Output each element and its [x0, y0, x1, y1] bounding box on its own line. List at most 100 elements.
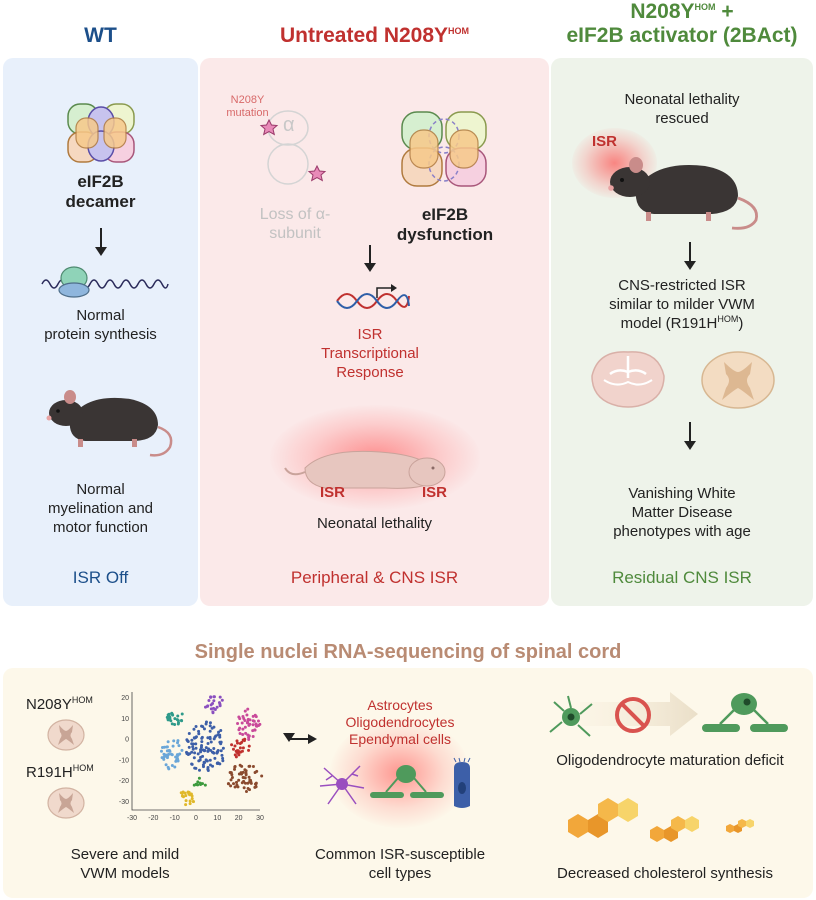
model2-label: R191HHOM [26, 764, 94, 782]
tsne-point [229, 778, 233, 782]
tsne-point [245, 713, 249, 717]
wt-footer: ISR Off [72, 568, 129, 587]
tsne-y-tick: -10 [119, 757, 129, 764]
tsne-point [236, 741, 240, 745]
treated-header-line1-sup: HOM [694, 2, 716, 12]
tsne-point [252, 719, 256, 723]
cholesterol-caption: Decreased cholesterol synthesis [557, 865, 773, 882]
tsne-point [208, 729, 212, 733]
tsne-point [207, 699, 211, 703]
tsne-y-tick: 0 [125, 737, 129, 744]
treated-arrow-2 [684, 422, 696, 450]
tsne-point [192, 783, 196, 787]
tsne-point [180, 791, 184, 795]
tsne-point [237, 772, 241, 776]
tsne-y-tick: -20 [119, 778, 129, 785]
cns-line3-tail: ) [738, 315, 744, 332]
spinal-cord-section-icon [701, 351, 775, 409]
tsne-point [237, 715, 241, 719]
wt-mouse-icon [46, 390, 173, 457]
tsne-point [255, 724, 259, 728]
wt-header: WT [84, 24, 117, 47]
cns-restricted-isr-label: CNS-restricted ISR similar to milder VWM… [551, 276, 813, 333]
alpha-symbol: α [283, 114, 295, 136]
tsne-point [202, 727, 206, 731]
tsne-point [233, 767, 237, 771]
tsne-point [172, 739, 176, 743]
tsne-point [253, 728, 257, 732]
tsne-point [188, 792, 192, 796]
n208y-mutation-label: N208Y mutation [226, 94, 269, 119]
tsne-point [183, 791, 187, 795]
tsne-point [202, 760, 206, 764]
tsne-point [180, 712, 184, 716]
eif2b-dysfunction-icon [401, 111, 487, 187]
tsne-point [209, 695, 213, 699]
eif2b-decamer-icon [67, 103, 135, 163]
tsne-point [206, 736, 210, 740]
tsne-point [230, 775, 234, 779]
tsne-point [233, 744, 237, 748]
tsne-point [241, 727, 245, 731]
tsne-point [251, 723, 255, 727]
wt-arrow [95, 228, 107, 256]
tsne-point [173, 717, 177, 721]
brain-section-icon [591, 351, 665, 408]
tsne-point [235, 783, 239, 787]
tsne-point [238, 746, 242, 750]
cns-line3: model (R191HHOM) [551, 314, 813, 333]
tsne-point [231, 747, 235, 751]
model2-main: R191H [26, 764, 73, 781]
tsne-point [208, 721, 212, 725]
tsne-x-tick: -30 [127, 815, 137, 822]
tsne-point [253, 713, 257, 717]
isr-right-tag: ISR [422, 484, 448, 501]
tsne-point [247, 764, 251, 768]
loss-of-alpha-label: Loss of α- subunit [259, 206, 331, 242]
tsne-point [244, 731, 248, 735]
isr-transcriptional-response-label: ISR Transcriptional Response [321, 326, 419, 381]
tsne-point [240, 749, 244, 753]
tsne-point [221, 746, 225, 750]
tsne-point [217, 730, 221, 734]
tsne-axes [131, 692, 260, 811]
tsne-point [255, 769, 259, 773]
models-caption: Severe and mild VWM models [70, 846, 180, 882]
treated-header: N208YHOM + eIF2B activator (2BAct) [551, 0, 813, 48]
tsne-point [215, 750, 219, 754]
tsne-point [234, 780, 238, 784]
treated-arrow-1 [684, 242, 696, 270]
alpha-subunit-icon [259, 110, 327, 185]
tsne-y-tick: 20 [121, 695, 129, 702]
model1-main: N208Y [26, 696, 72, 713]
tsne-point [241, 746, 245, 750]
tsne-point [181, 795, 185, 799]
common-isr-caption: Common ISR-susceptible cell types [314, 846, 486, 882]
tsne-point [204, 705, 208, 709]
tsne-point [244, 773, 248, 777]
tsne-point [171, 744, 175, 748]
tsne-point [194, 725, 198, 729]
oligodendrocyte-icon [370, 765, 444, 798]
normal-myelination-label: Normal myelination and motor function [47, 481, 154, 536]
tsne-point [241, 770, 245, 774]
tsne-point [251, 729, 255, 733]
tsne-point [204, 720, 208, 724]
tsne-point [198, 758, 202, 762]
neonatal-pup-icon [284, 450, 446, 489]
tsne-point [243, 709, 247, 713]
cns-line3-sup: HOM [717, 314, 739, 324]
tsne-point [204, 746, 208, 750]
tsne-point [206, 741, 210, 745]
tsne-point [170, 711, 174, 715]
astrocyte-icon [319, 765, 365, 805]
tsne-point [213, 735, 217, 739]
tsne-point [211, 764, 215, 768]
tsne-point [238, 741, 242, 745]
tsne-point [240, 721, 244, 725]
tsne-point [173, 723, 177, 727]
lethality-rescued-label: Neonatal lethality rescued [624, 91, 740, 127]
tsne-point [159, 749, 163, 753]
tsne-point [248, 722, 252, 726]
